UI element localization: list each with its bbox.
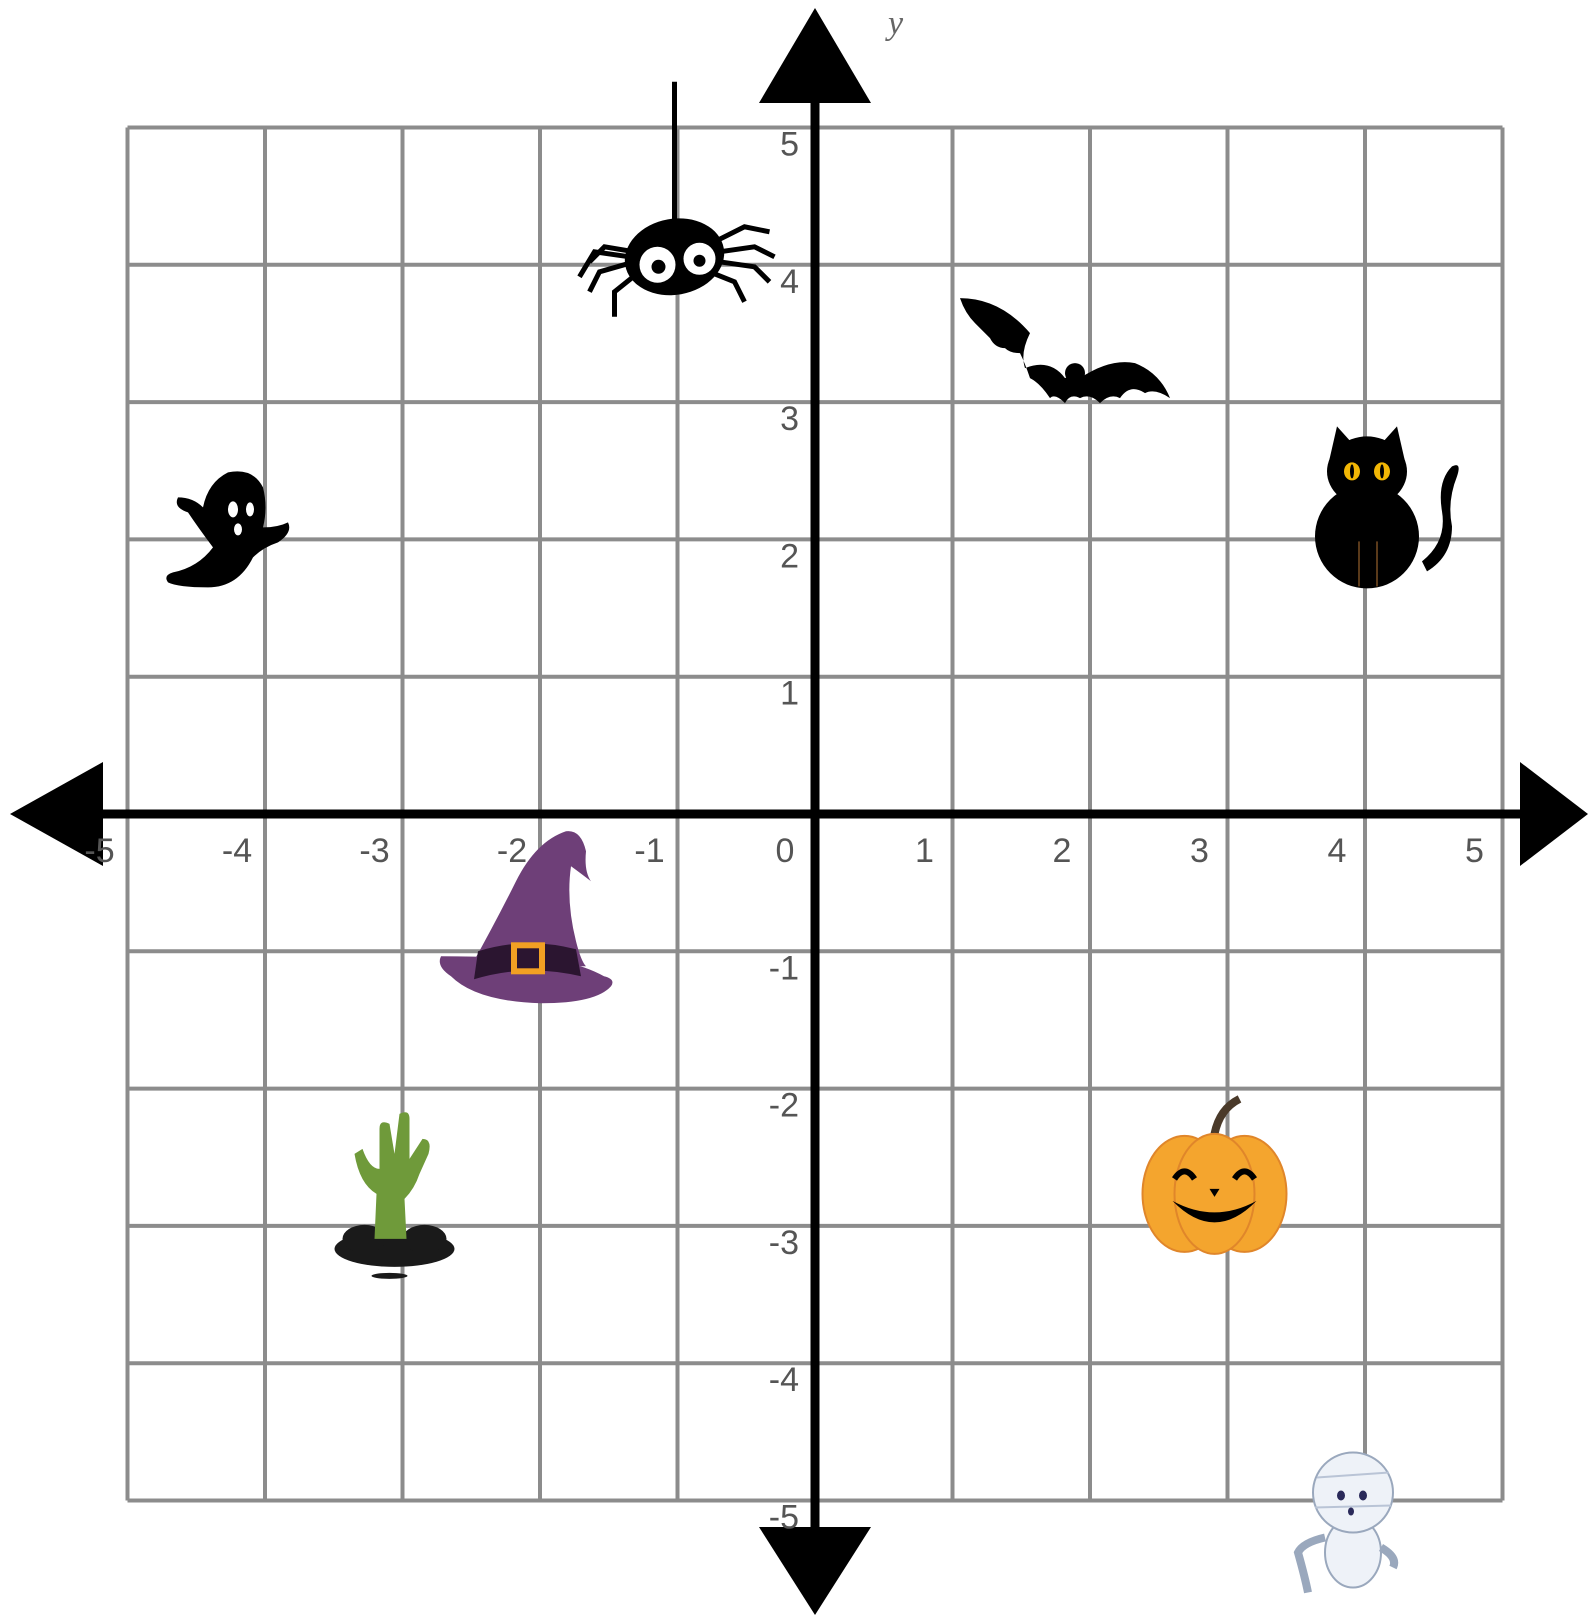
- x-tick-label: -4: [222, 832, 252, 870]
- y-tick-label: -5: [769, 1499, 799, 1537]
- y-tick-label: -3: [769, 1224, 799, 1262]
- x-tick-label: -3: [359, 832, 389, 870]
- y-tick-label: -1: [769, 949, 799, 987]
- x-tick-label: 4: [1328, 832, 1347, 870]
- x-tick-label: -2: [497, 832, 527, 870]
- x-tick-label: 0: [776, 832, 795, 870]
- y-tick-label: 3: [780, 400, 799, 438]
- y-tick-label: -2: [769, 1087, 799, 1125]
- x-tick-label: -1: [634, 832, 664, 870]
- y-tick-label: 1: [780, 675, 799, 713]
- x-tick-label: -5: [84, 832, 114, 870]
- y-tick-label: 4: [780, 263, 799, 301]
- x-tick-label: 3: [1190, 832, 1209, 870]
- y-tick-label: 2: [780, 537, 799, 575]
- y-tick-label: -4: [769, 1361, 799, 1399]
- x-tick-label: 5: [1465, 832, 1484, 870]
- x-tick-label: 2: [1053, 832, 1072, 870]
- y-tick-label: 5: [780, 126, 799, 164]
- x-tick-label: 1: [915, 832, 934, 870]
- y-axis-label: y: [885, 5, 904, 42]
